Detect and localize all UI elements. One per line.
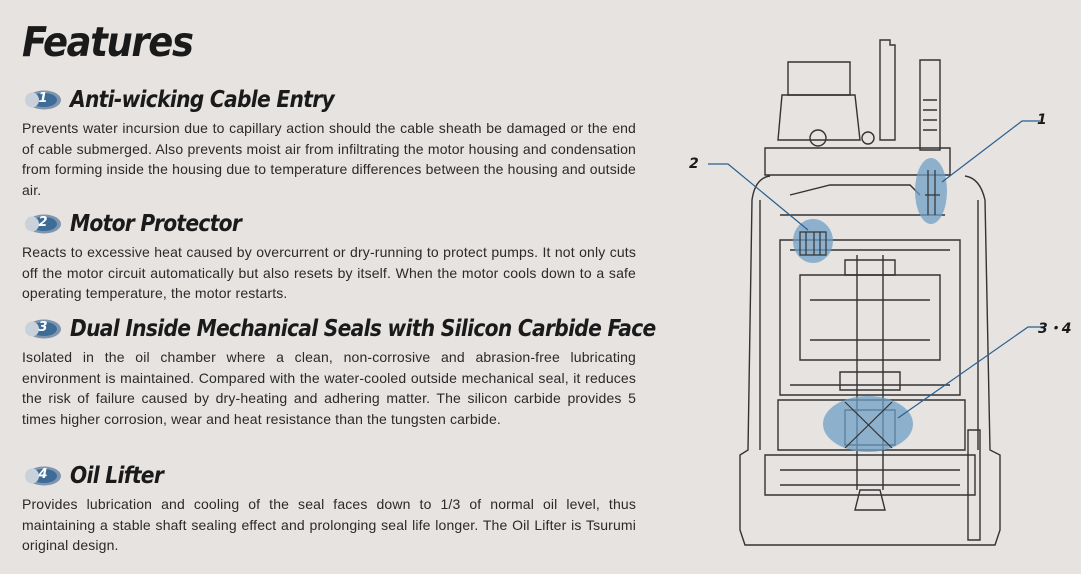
feature-number: 1 <box>38 91 48 106</box>
feature-description: Isolated in the oil chamber where a clea… <box>22 349 636 427</box>
feature-title: Dual Inside Mechanical Seals with Silico… <box>70 316 656 342</box>
number-badge-icon: 4 <box>22 465 62 487</box>
motor-protector-highlight <box>793 219 833 263</box>
feature-title: Anti-wicking Cable Entry <box>70 87 335 113</box>
feature-dual-seals: 3 Dual Inside Mechanical Seals with Sili… <box>22 314 656 429</box>
callout-label-2: 2 <box>689 156 699 172</box>
feature-title: Oil Lifter <box>70 463 164 489</box>
feature-number: 3 <box>38 320 48 335</box>
feature-description: Reacts to excessive heat caused by overc… <box>22 244 636 301</box>
feature-oil-lifter: 4 Oil Lifter Provides lubrication and co… <box>22 461 642 556</box>
feature-number: 2 <box>38 215 48 230</box>
number-badge-icon: 2 <box>22 213 62 235</box>
feature-description: Provides lubrication and cooling of the … <box>22 496 636 553</box>
number-badge-icon: 3 <box>22 318 62 340</box>
callout-label-1: 1 <box>1037 112 1047 128</box>
cable-entry-highlight <box>915 158 947 224</box>
feature-description: Prevents water incursion due to capillar… <box>22 120 636 198</box>
callout-label-3-4: 3・4 <box>1038 321 1072 337</box>
page-title: Features <box>22 18 194 66</box>
feature-motor-protector: 2 Motor Protector Reacts to excessive he… <box>22 209 642 304</box>
feature-anti-wicking: 1 Anti-wicking Cable Entry Prevents wate… <box>22 85 642 200</box>
pump-cutaway-diagram <box>708 39 1045 546</box>
number-badge-icon: 1 <box>22 89 62 111</box>
feature-number: 4 <box>38 467 48 482</box>
feature-title: Motor Protector <box>70 211 242 237</box>
